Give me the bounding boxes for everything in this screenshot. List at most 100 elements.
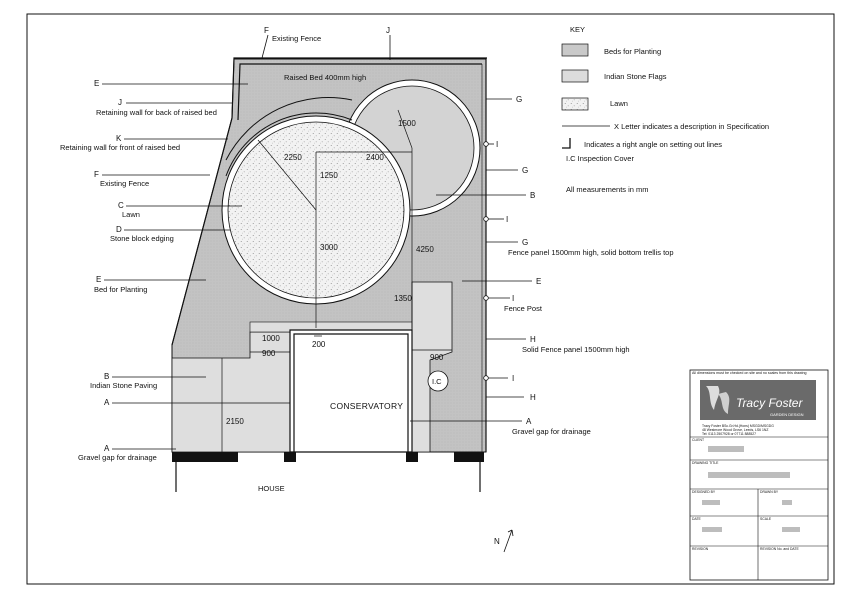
dim-1500: 1500 <box>398 119 416 128</box>
svg-text:A: A <box>104 444 110 453</box>
key-swatch-beds <box>561 43 589 57</box>
left-annotations: E J Retaining wall for back of raised be… <box>60 79 290 462</box>
brand-name: Tracy Foster <box>736 396 803 410</box>
dim-3000: 3000 <box>320 243 338 252</box>
svg-text:E: E <box>94 79 99 88</box>
svg-text:G: G <box>522 238 528 247</box>
svg-text:Indian Stone Paving: Indian Stone Paving <box>90 381 157 390</box>
right-annotations: G I G B I G Fence panel 1500mm high, sol… <box>410 95 674 436</box>
svg-text:48 Westmore Wood Grove, Leeds,: 48 Westmore Wood Grove, Leeds, LS6 1NZ <box>702 428 768 432</box>
house-wall-left <box>172 452 238 462</box>
svg-text:G: G <box>522 166 528 175</box>
date-blurred <box>702 527 722 532</box>
svg-text:Tel: 0113 2507928 or 07711 888: Tel: 0113 2507928 or 07711 888527 <box>702 432 756 436</box>
svg-text:F: F <box>264 26 269 35</box>
dim-900b: 900 <box>430 353 444 362</box>
svg-text:N: N <box>494 537 500 546</box>
svg-text:B: B <box>530 191 535 200</box>
svg-text:REVISION No. and DATE: REVISION No. and DATE <box>760 547 799 551</box>
svg-text:All dimensions must be checked: All dimensions must be checked on site a… <box>692 371 806 375</box>
client-blurred <box>708 446 744 452</box>
inspection-cover-symbol <box>427 370 449 392</box>
drawn-by-blurred <box>782 500 792 505</box>
svg-text:DRAWN BY: DRAWN BY <box>760 490 779 494</box>
retaining-wall-front <box>225 112 353 177</box>
svg-text:Existing Fence: Existing Fence <box>100 179 149 188</box>
house-wall-mid <box>284 452 296 462</box>
existing-fence-left <box>171 117 233 346</box>
fence-post-1 <box>483 141 489 147</box>
svg-text:G: G <box>516 95 522 104</box>
dim-1000: 1000 <box>262 334 280 343</box>
svg-text:I: I <box>496 140 498 149</box>
svg-text:K: K <box>116 134 122 143</box>
svg-text:I: I <box>512 294 514 303</box>
svg-text:X Letter indicates a descript: X Letter indicates a description in Spec… <box>614 122 769 131</box>
svg-text:I.C Inspection Cover: I.C Inspection Cover <box>566 154 634 163</box>
svg-text:All measurements in mm: All measurements in mm <box>566 185 649 194</box>
svg-text:Stone block edging: Stone block edging <box>110 234 174 243</box>
house-label: HOUSE <box>258 484 285 493</box>
svg-text:J: J <box>386 26 390 35</box>
svg-text:Gravel gap for drainage: Gravel gap for drainage <box>512 427 591 436</box>
svg-text:CLIENT: CLIENT <box>692 438 704 442</box>
svg-text:H: H <box>530 335 536 344</box>
drawing-title-blurred <box>708 472 790 478</box>
svg-text:Existing Fence: Existing Fence <box>272 34 321 43</box>
svg-text:A: A <box>526 417 532 426</box>
svg-text:Gravel gap for drainage: Gravel gap for drainage <box>78 453 157 462</box>
dim-2250: 2250 <box>284 153 302 162</box>
conservatory-outline <box>289 329 413 453</box>
house-wall-right <box>454 452 484 462</box>
right-angle-icon <box>562 138 571 149</box>
svg-text:D: D <box>116 225 122 234</box>
svg-text:Beds for Planting: Beds for Planting <box>604 47 661 56</box>
svg-text:DESIGNED BY: DESIGNED BY <box>692 490 716 494</box>
designer-blurred <box>702 500 720 505</box>
key-legend: KEY Beds for Planting Indian Stone Flags… <box>561 25 769 194</box>
logo-leaf-icon <box>706 386 720 410</box>
svg-text:Fence panel 1500mm high, solid: Fence panel 1500mm high, solid bottom tr… <box>508 248 674 257</box>
fence-post-2 <box>483 216 489 222</box>
svg-text:H: H <box>530 393 536 402</box>
fence-post-3 <box>483 295 489 301</box>
key-swatch-lawn <box>561 97 589 111</box>
top-annotations: F Existing Fence J <box>261 26 391 60</box>
svg-text:Retaining wall for back of rai: Retaining wall for back of raised bed <box>96 108 217 117</box>
svg-text:E: E <box>536 277 541 286</box>
dim-line-1500 <box>397 109 413 149</box>
brand-logo <box>700 380 816 420</box>
logo-leaf-icon-2 <box>718 392 730 414</box>
dim-2400: 2400 <box>366 153 384 162</box>
garden-plan: Raised Bed 400mm high CONSERVATORY HOUSE… <box>171 57 489 493</box>
svg-text:B: B <box>104 372 109 381</box>
svg-text:Indicates a right angle on set: Indicates a right angle on setting out l… <box>584 140 722 149</box>
svg-text:Lawn: Lawn <box>122 210 140 219</box>
existing-fence-inner <box>237 63 482 121</box>
key-swatch-flags <box>561 69 589 83</box>
svg-text:I: I <box>512 374 514 383</box>
raised-bed-label: Raised Bed 400mm high <box>284 73 366 82</box>
conservatory-label: CONSERVATORY <box>330 401 403 411</box>
title-block: All dimensions must be checked on site a… <box>689 369 829 581</box>
brand-sub: GARDEN DESIGN <box>770 412 804 417</box>
svg-text:DATE: DATE <box>692 517 702 521</box>
dim-200: 200 <box>312 340 326 349</box>
svg-text:KEY: KEY <box>570 25 585 34</box>
house-wall-mid2 <box>406 452 418 462</box>
svg-text:I: I <box>506 215 508 224</box>
svg-text:J: J <box>118 98 122 107</box>
dim-4250: 4250 <box>416 245 434 254</box>
fence-post-4 <box>483 375 489 381</box>
svg-text:A: A <box>104 398 110 407</box>
svg-text:SCALE: SCALE <box>760 517 772 521</box>
svg-text:Tracy Foster BSc.Gr.Hd.(Hons): Tracy Foster BSc.Gr.Hd.(Hons) MSGD/MSGDG <box>702 424 774 428</box>
existing-fence-top <box>231 57 487 119</box>
svg-text:E: E <box>96 275 101 284</box>
dim-900a: 900 <box>262 349 276 358</box>
conservatory-inner <box>293 333 409 452</box>
retaining-wall-back <box>225 97 353 161</box>
inspection-cover-label: I.C <box>432 377 442 386</box>
svg-text:REVISION: REVISION <box>692 547 709 551</box>
